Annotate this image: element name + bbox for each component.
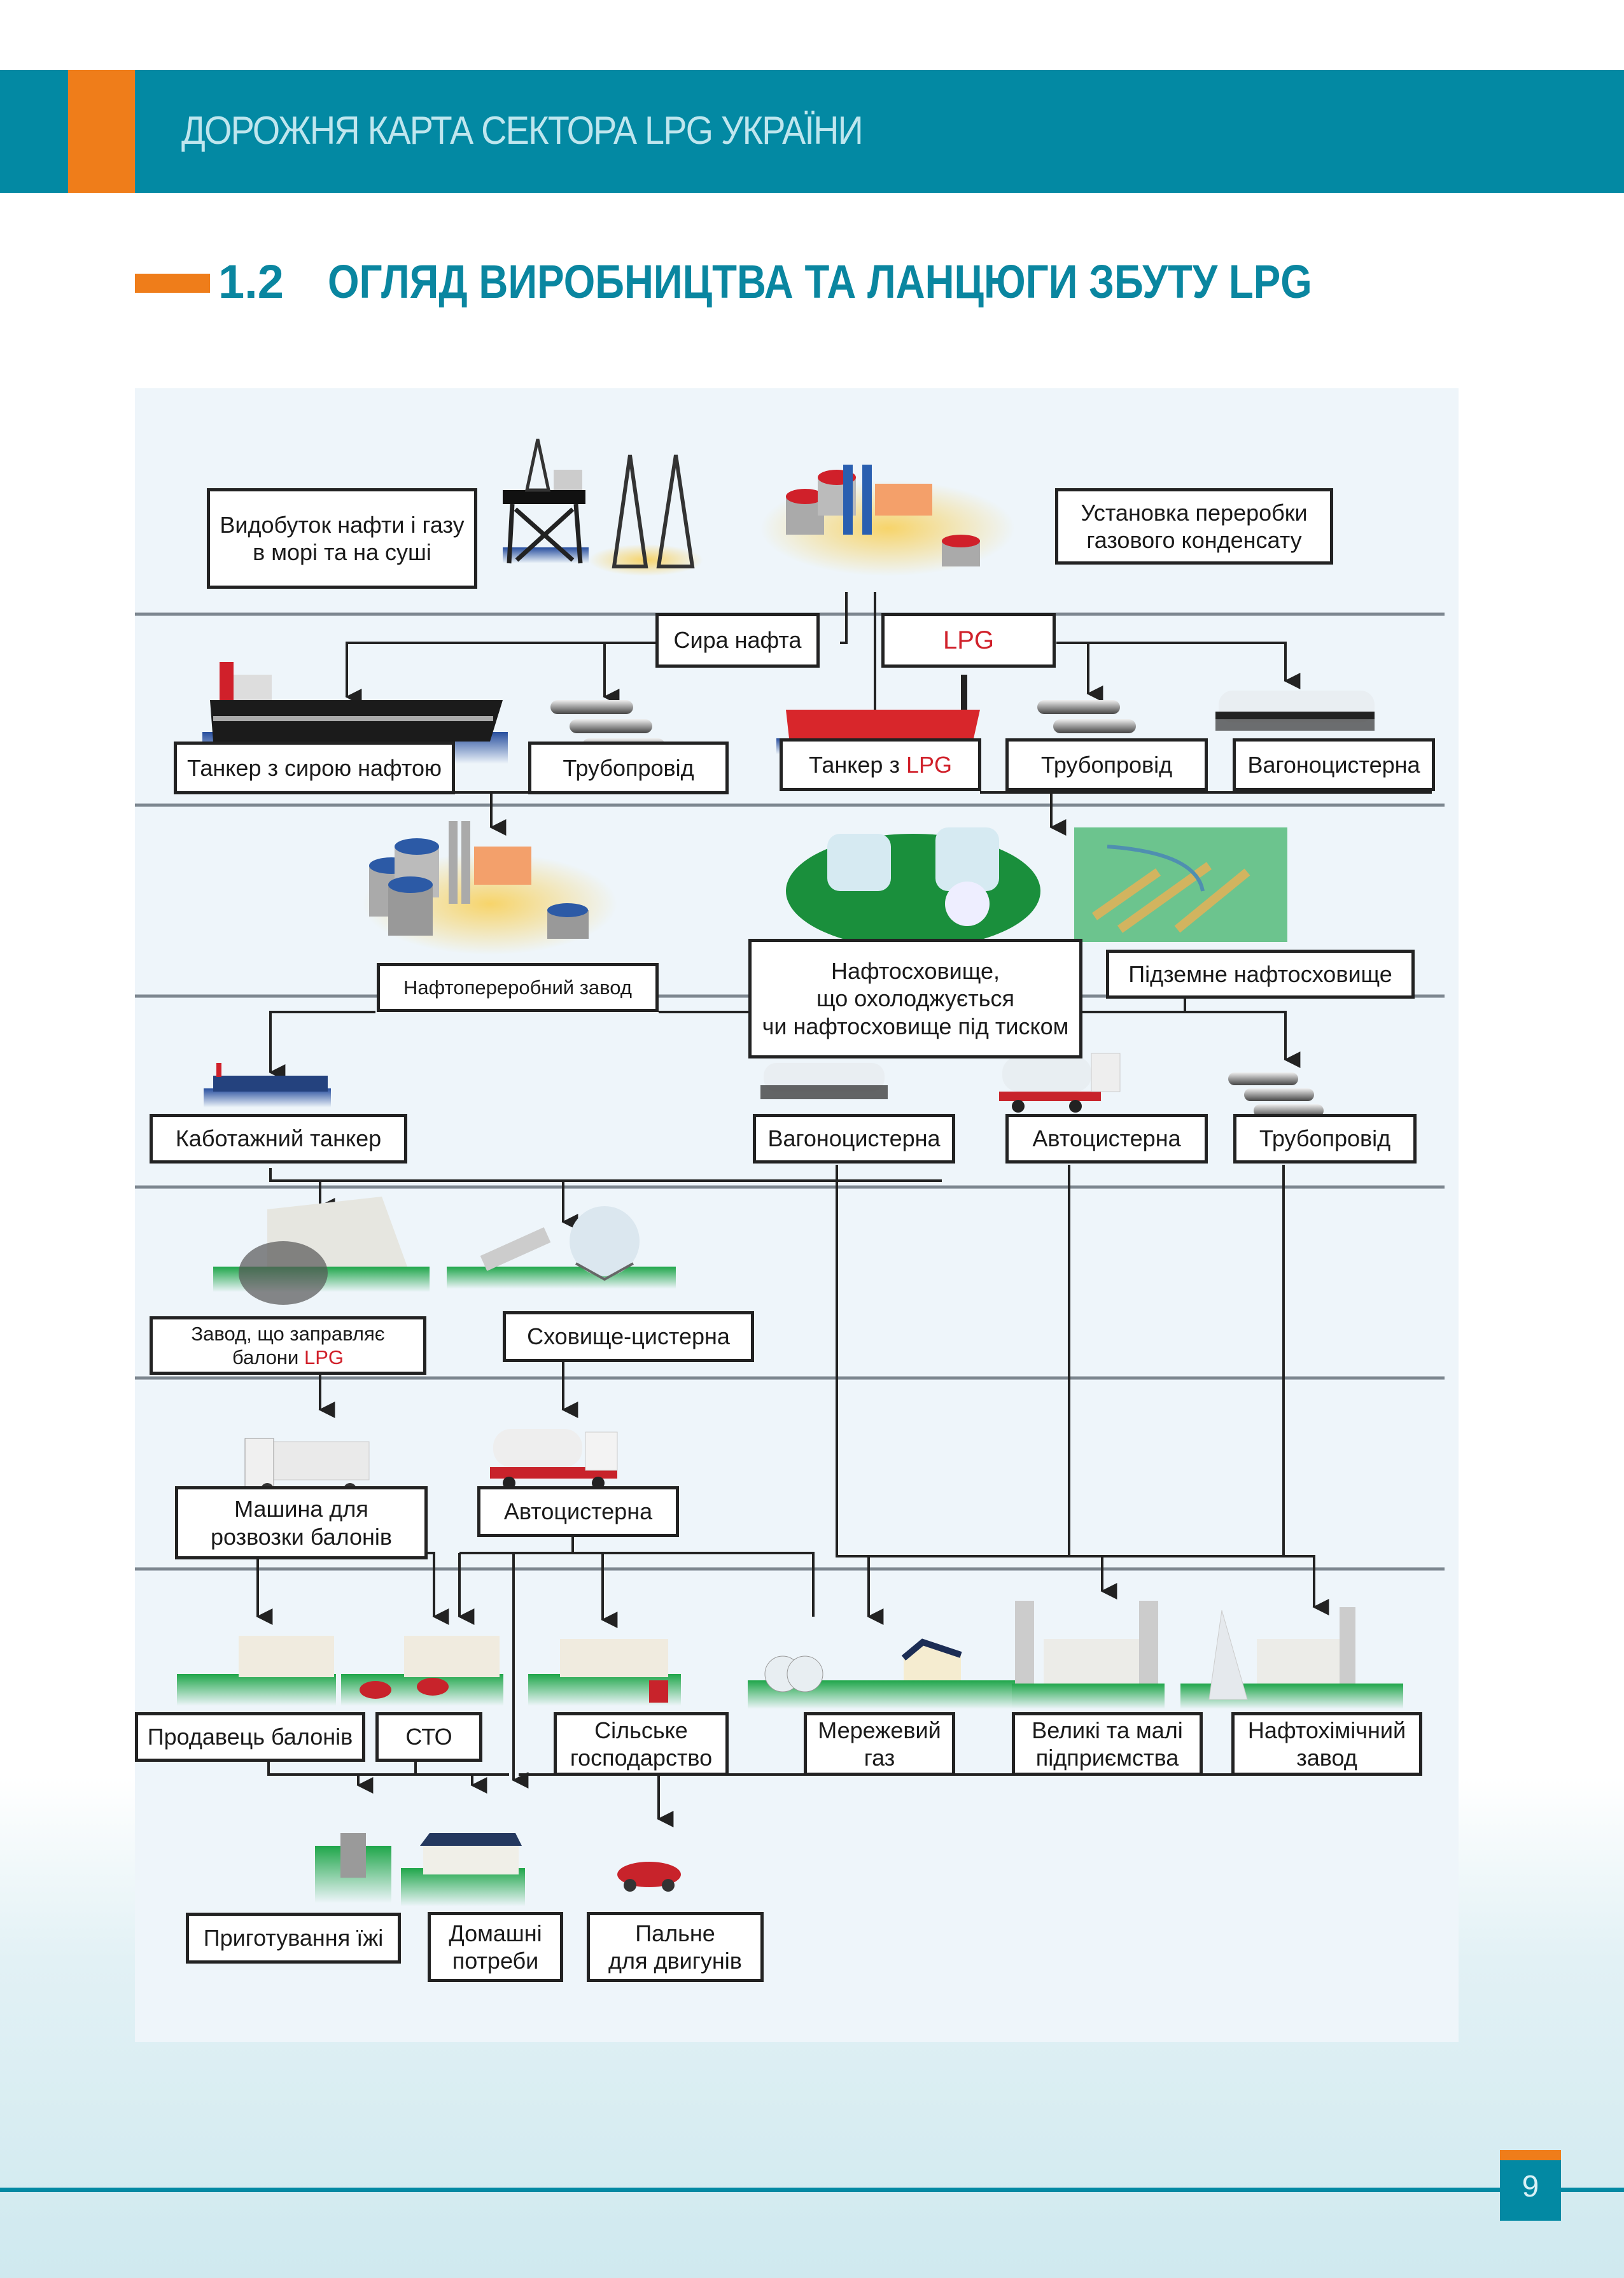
connector-truck-sto [428,1552,449,1625]
node-lpg-tanker: Танкер з LPG [780,738,981,791]
node-bottling-plant: Завод, що заправляє балони LPG [150,1316,426,1375]
page-number: 9 [1522,2170,1539,2204]
section-number: 1.2 [218,255,284,308]
enterprise-icon [1012,1601,1165,1709]
section-title: ОГЛЯД ВИРОБНИЦТВА ТА ЛАНЦЮГИ ЗБУТУ LPG [328,255,1312,308]
cooking-icon [315,1833,391,1903]
node-rail-tank-1: Вагоноцистерна [1233,738,1435,791]
node-cylinder-truck: Машина для розвозки балонів [175,1486,428,1559]
node-storage: Нафтосховище, що охолоджується чи нафтос… [748,939,1082,1058]
petrochemical-plant-icon [1180,1607,1403,1709]
house-icon [401,1833,525,1906]
node-lpg: LPG [881,613,1056,668]
page-number-badge: 9 [1500,2150,1561,2221]
page-badge-accent [1500,2150,1561,2160]
connector-right-bus [869,1555,1329,1615]
section-title-marker [135,274,210,293]
node-road-tanker-2: Автоцистерна [477,1486,679,1537]
farm-icon [528,1639,681,1706]
bottling-plant-icon [213,1197,430,1305]
connector-crude-branch [345,642,655,705]
node-crude-tanker: Танкер з сирою нафтою [174,742,455,794]
grid-gas-icon [748,1638,1015,1709]
node-grid-gas: Мережевий газ [804,1712,955,1776]
underground-storage-icon [1074,827,1287,942]
connector-storage-out [1082,1011,1301,1068]
car-icon [617,1862,681,1892]
storage-tank-icon [447,1206,676,1289]
lpg-tanker-label: Танкер з [808,751,906,778]
node-motor-fuel: Пальне для двигунів [587,1912,764,1982]
bottling-plant-lpg-label: LPG [304,1346,344,1368]
node-service-station: СТО [375,1712,482,1762]
connector-t4-bus [269,1168,942,1182]
node-refinery: Нафтопереробний завод [377,963,659,1012]
node-cylinder-seller: Продавець балонів [135,1712,365,1762]
rail-tank-car-icon [760,1063,888,1099]
pipeline-icon [1228,1072,1324,1117]
road-tanker-icon [999,1053,1121,1113]
bottling-plant-label: Завод, що заправляє балони LPG [191,1322,384,1369]
running-title: ДОРОЖНЯ КАРТА СЕКТОРА LPG УКРАЇНИ [181,109,864,153]
node-road-tanker-1: Автоцистерна [1005,1114,1208,1164]
node-crude-oil: Сира нафта [655,613,820,668]
node-pipeline-3: Трубопровід [1233,1114,1417,1164]
storage-terminal-icon [786,827,1040,948]
node-condensate-plant: Установка переробки газового конденсату [1055,488,1333,565]
node-enterprises: Великі та малі підприємства [1012,1712,1203,1776]
bottling-plant-label-text: Завод, що заправляє балони [191,1322,385,1368]
connector-lpg-branch [1056,642,1301,689]
node-underground-storage: Підземне нафтосховище [1106,950,1415,999]
node-rail-tank-2: Вагоноцистерна [753,1114,955,1164]
connector-refinery-out [269,1011,375,1081]
header-band [0,70,1624,193]
node-pipeline-1: Трубопровід [528,742,729,794]
connector-rail-down [836,1165,872,1557]
node-coastal-tanker: Каботажний танкер [150,1114,407,1164]
offshore-platform-icon [503,439,589,564]
service-station-icon [341,1636,503,1706]
oil-derrick-icon [589,454,703,576]
footer-rule [0,2188,1624,2192]
road-tanker-icon [490,1429,618,1489]
coastal-tanker-icon [204,1063,331,1107]
refinery-icon [363,821,617,955]
header-accent-bar [68,70,135,193]
rail-tank-car-icon [1215,691,1375,731]
connector-crude [840,592,848,644]
gas-processing-plant-icon [760,465,1015,576]
node-cooking: Приготування їжі [186,1913,401,1964]
lpg-tanker-lpg-label: LPG [906,751,953,778]
node-extraction: Видобуток нафти і газу в морі та на суші [207,488,477,589]
node-pipeline-2: Трубопровід [1005,738,1208,791]
cylinder-shop-icon [177,1636,336,1706]
node-storage-tank: Сховище-цистерна [503,1311,754,1362]
node-petrochemical: Нафтохімічний завод [1231,1712,1422,1776]
node-agriculture: Сільське господарство [554,1712,729,1776]
node-household: Домашні потреби [428,1912,563,1982]
